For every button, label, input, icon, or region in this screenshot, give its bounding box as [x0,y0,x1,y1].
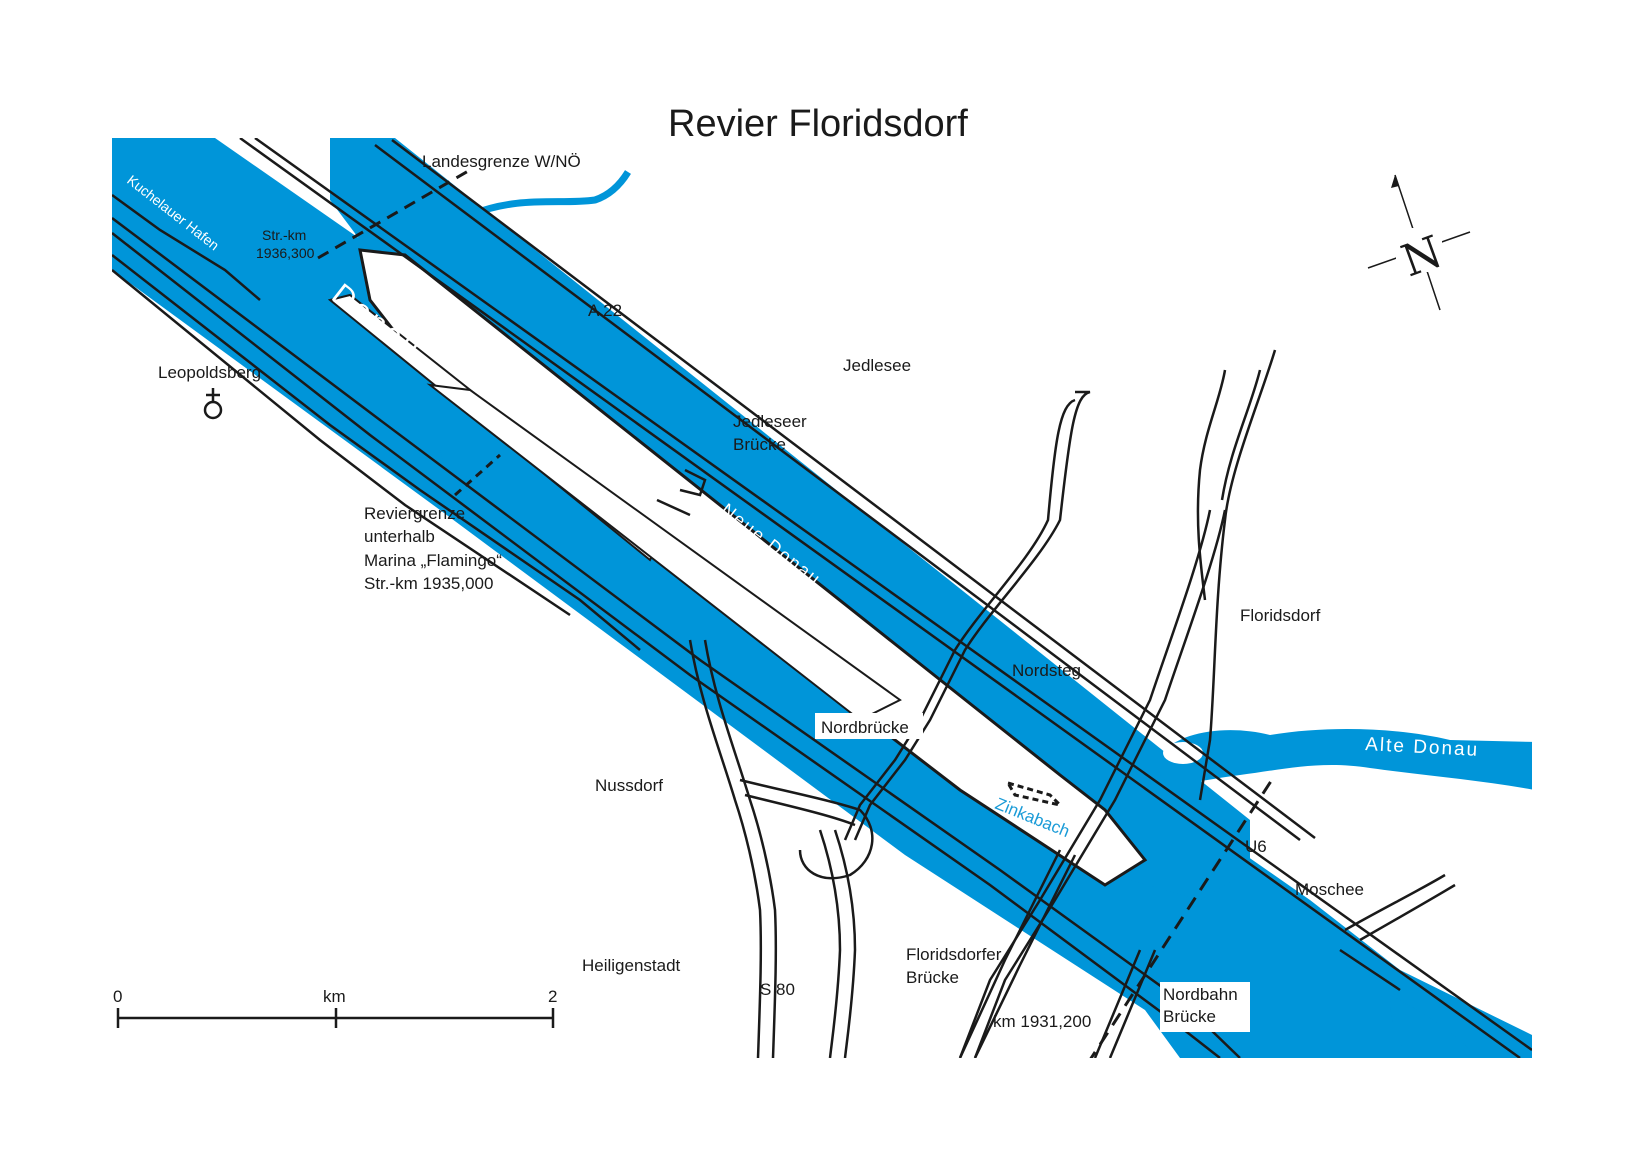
label-moschee: Moschee [1295,880,1364,899]
donau-east-bank-water [1390,995,1470,1058]
label-reviergrenze-1: Reviergrenze [364,504,465,523]
nordbruecke-label-bg [815,713,923,739]
label-reviergrenze-2: unterhalb [364,527,435,546]
label-jedlesee: Jedlesee [843,356,911,375]
label-landesgrenze: Landesgrenze W/NÖ [422,152,581,171]
label-jedleseer-2: Brücke [733,435,786,454]
north-arrow-icon: N [1367,174,1471,311]
label-km-bottom: km 1931,200 [993,1012,1091,1031]
label-reviergrenze-3: Marina „Flamingo“ [364,551,502,570]
label-strkm-top-2: 1936,300 [256,245,315,261]
label-a22: A 22 [588,301,622,320]
label-nordbahn-2: Brücke [1163,1007,1216,1026]
nordbahn-label-bg [1160,982,1250,1032]
label-heiligenstadt: Heiligenstadt [582,956,681,975]
label-floridsdorfer-2: Brücke [906,968,959,987]
map-title: Revier Floridsdorf [668,103,968,145]
scale-bar: 0 km 2 [113,987,557,1028]
label-nordsteg: Nordsteg [1012,661,1081,680]
landesgrenze-line [317,168,471,260]
label-reviergrenze-4: Str.-km 1935,000 [364,574,493,593]
scale-start: 0 [113,987,122,1006]
scale-unit: km [323,987,346,1006]
label-u6: U6 [1245,837,1267,856]
label-nordbahn-1: Nordbahn [1163,985,1238,1004]
church-symbol-icon [203,388,223,420]
island-white-strip [426,383,902,722]
roads-and-banks [112,138,1532,1058]
label-nussdorf: Nussdorf [595,776,663,795]
reviergrenze-line [454,453,501,497]
scale-end: 2 [548,987,557,1006]
label-s80: S 80 [760,980,795,999]
label-floridsdorfer-1: Floridsdorfer [906,945,1002,964]
alte-donau-lake [1160,728,1532,790]
creek-north [372,142,631,219]
label-strkm-top-1: Str.-km [262,227,306,243]
label-leopoldsberg: Leopoldsberg [158,363,261,382]
label-floridsdorf: Floridsdorf [1240,606,1321,625]
label-jedleseer-1: Jedleseer [733,412,807,431]
label-nordbruecke: Nordbrücke [821,718,909,737]
km-1931-line [1089,774,1277,1058]
